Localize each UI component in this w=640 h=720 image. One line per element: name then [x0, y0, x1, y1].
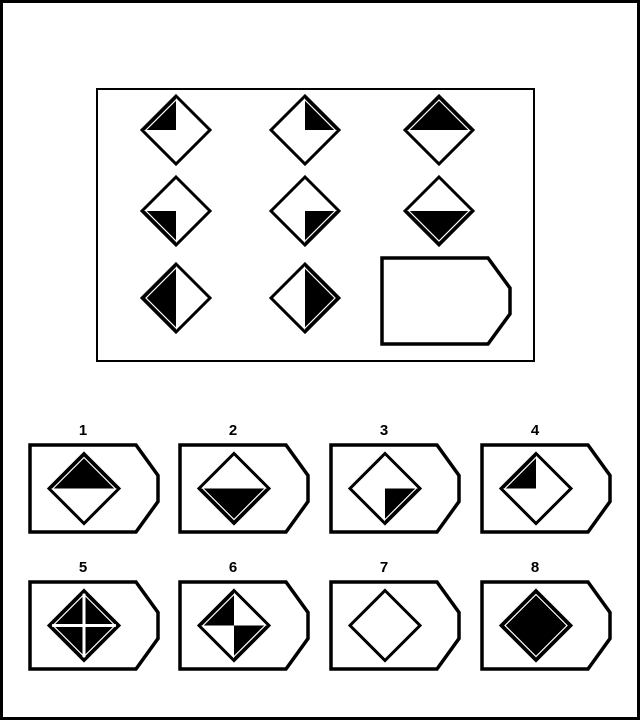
option-number-label: 4 [531, 422, 540, 439]
matrix-frame [96, 88, 535, 362]
matrix-cell-r3c1 [139, 261, 213, 335]
diamond-shape [268, 261, 342, 335]
matrix-cell-r2c1 [139, 174, 213, 248]
option-diamond [46, 451, 122, 526]
option-number-label: 5 [79, 559, 87, 576]
missing-cell-frame [380, 256, 512, 346]
matrix-cell-r2c2 [268, 174, 342, 248]
matrix-cell-r1c1 [139, 93, 213, 167]
diamond-shape [268, 174, 342, 248]
answer-options: 1 2 3 4 5 6 7 8 [28, 422, 612, 671]
diamond-shape [402, 93, 476, 167]
matrix-cell-r1c2 [268, 93, 342, 167]
option-1[interactable]: 1 [28, 422, 160, 534]
option-4[interactable]: 4 [480, 422, 612, 534]
option-number-label: 6 [229, 559, 237, 576]
option-6[interactable]: 6 [178, 559, 310, 671]
option-2[interactable]: 2 [178, 422, 310, 534]
option-diamond [46, 588, 122, 663]
diamond-shape [268, 93, 342, 167]
option-number-label: 3 [380, 422, 388, 439]
option-number-label: 8 [531, 559, 539, 576]
option-3[interactable]: 3 [329, 422, 461, 534]
diamond-shape [139, 93, 213, 167]
matrix-cell-r1c3 [402, 93, 476, 167]
option-7[interactable]: 7 [329, 559, 461, 671]
diamond-shape [139, 261, 213, 335]
matrix-cell-r2c3 [402, 174, 476, 248]
option-diamond [347, 451, 423, 526]
option-diamond [196, 588, 272, 663]
option-number-label: 2 [229, 422, 237, 439]
diamond-shape [139, 174, 213, 248]
option-diamond [196, 451, 272, 526]
option-5[interactable]: 5 [28, 559, 160, 671]
diamond-shape [402, 174, 476, 248]
option-diamond [347, 588, 423, 663]
matrix-cell-r3c2 [268, 261, 342, 335]
option-diamond [498, 588, 574, 663]
matrix-grid [139, 93, 512, 346]
option-8[interactable]: 8 [480, 559, 612, 671]
option-diamond [498, 451, 574, 526]
option-number-label: 1 [79, 422, 87, 439]
option-number-label: 7 [380, 559, 388, 576]
matrix-cell-r3c3 [380, 256, 512, 346]
